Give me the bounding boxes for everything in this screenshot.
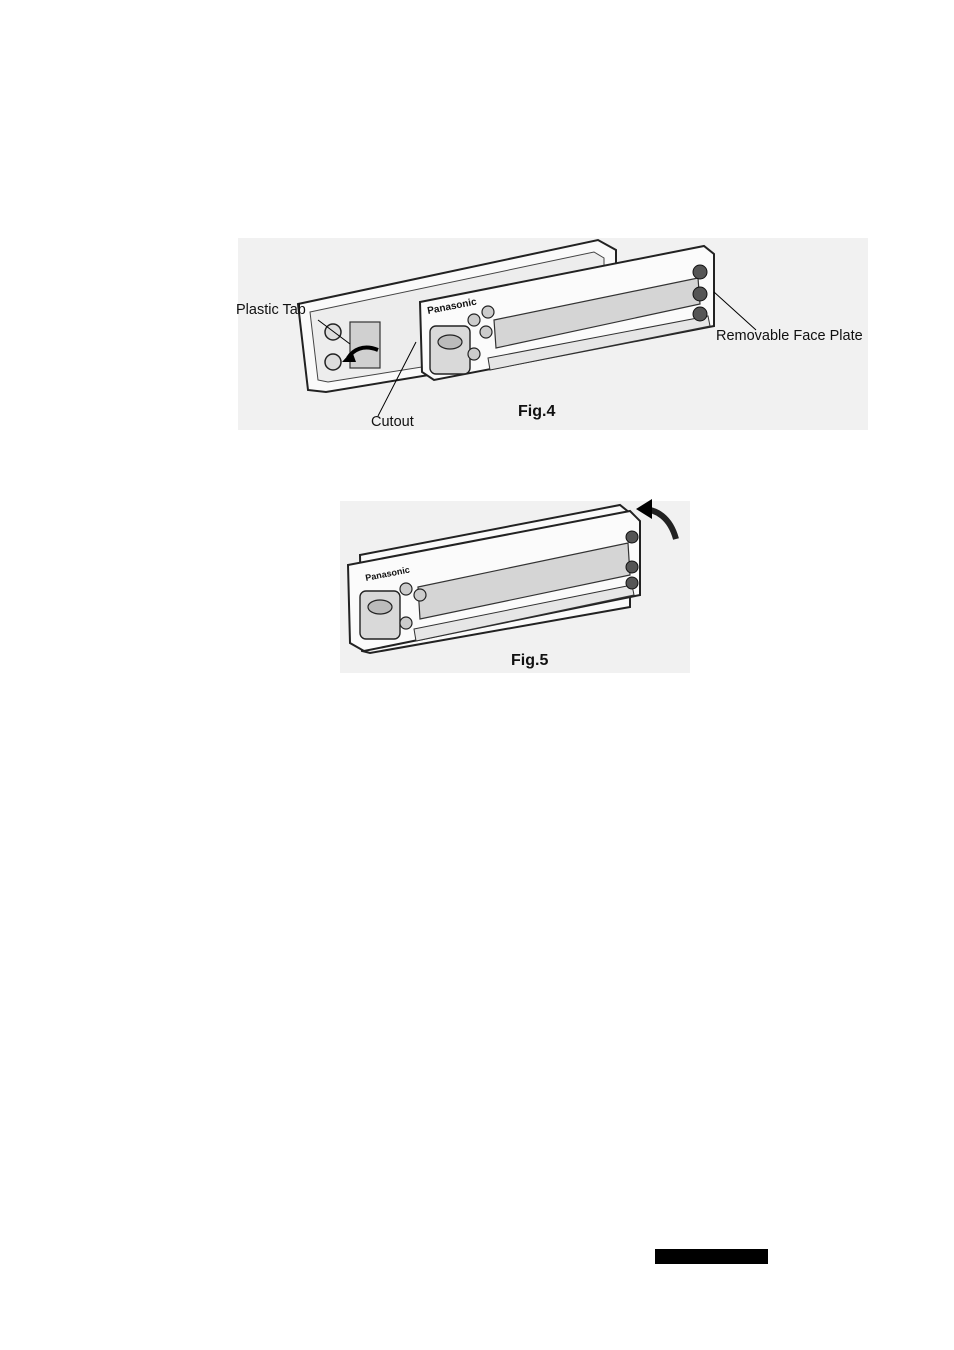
figure-5-illustration: Panasonic xyxy=(340,495,690,673)
footer-black-bar xyxy=(655,1249,768,1264)
fig4-caption: Fig.4 xyxy=(518,403,555,421)
fig5-caption: Fig.5 xyxy=(511,652,548,670)
removable-face-plate-label: Removable Face Plate xyxy=(716,328,863,344)
face-plate-attach-drawing: Panasonic xyxy=(340,495,690,673)
cutout-label: Cutout xyxy=(371,414,414,430)
plastic-tab-label: Plastic Tab xyxy=(236,302,306,318)
